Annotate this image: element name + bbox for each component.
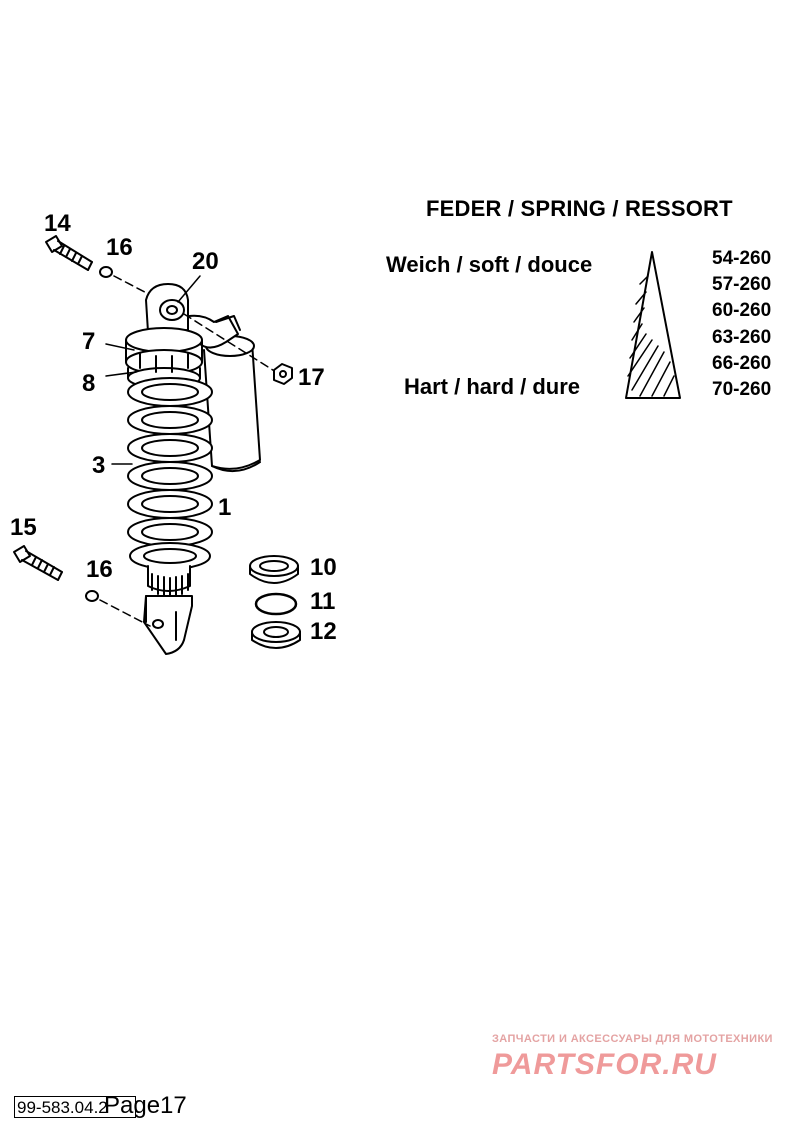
part-10 — [249, 555, 299, 584]
watermark-tagline: ЗАПЧАСТИ И АКСЕССУАРЫ ДЛЯ МОТОТЕХНИКИ — [492, 1033, 773, 1045]
washer-16-bottom — [85, 590, 99, 602]
bolt-15 — [13, 545, 63, 581]
bolt-14 — [45, 235, 93, 271]
part-12 — [251, 621, 301, 649]
spring-rate-item: 63-260 — [712, 326, 772, 348]
leader-7 — [105, 343, 135, 351]
page-number: Page17 — [104, 1092, 187, 1119]
callout-16-top: 16 — [106, 234, 133, 261]
leader-nut-dash — [183, 313, 277, 373]
callout-20: 20 — [192, 248, 219, 275]
callout-11: 11 — [310, 588, 336, 615]
leader-8 — [105, 371, 137, 377]
callout-3: 3 — [92, 452, 106, 479]
spring-coils — [127, 377, 213, 570]
leader-20 — [177, 275, 201, 303]
callout-16-bottom: 16 — [86, 556, 113, 583]
document-code: 99-583.04.2 — [14, 1096, 136, 1118]
part-11 — [254, 592, 298, 616]
clevis — [143, 595, 193, 655]
spring-rate-item: 60-260 — [712, 300, 772, 322]
spring-rate-list: 54-260 57-260 60-260 63-260 66-260 70-26… — [712, 246, 771, 403]
spring-rate-item: 54-260 — [712, 248, 772, 269]
leader-bottom-dash — [99, 599, 151, 627]
spring-rate-item: 57-260 — [712, 274, 772, 296]
callout-14: 14 — [44, 210, 71, 237]
callout-10: 10 — [310, 554, 337, 581]
soft-label: Weich / soft / douce — [386, 252, 593, 277]
top-eye — [145, 283, 189, 333]
spring-rate-item: 70-260 — [712, 378, 772, 400]
spring-rate-item: 66-260 — [712, 352, 772, 374]
washer-16-top — [99, 266, 113, 278]
bottom-collar — [147, 565, 191, 597]
callout-12: 12 — [310, 618, 337, 645]
callout-1: 1 — [218, 494, 232, 521]
callout-8: 8 — [82, 370, 96, 397]
hard-label: Hart / hard / dure — [404, 374, 581, 399]
callout-17: 17 — [298, 364, 325, 391]
spring-title: FEDER / SPRING / RESSORT — [426, 196, 733, 221]
watermark-logo: PARTSFOR.RU — [492, 1048, 717, 1081]
callout-7: 7 — [82, 328, 96, 355]
callout-15: 15 — [10, 514, 37, 541]
nut-17 — [273, 363, 293, 385]
spring-rate-wedge — [625, 251, 681, 399]
